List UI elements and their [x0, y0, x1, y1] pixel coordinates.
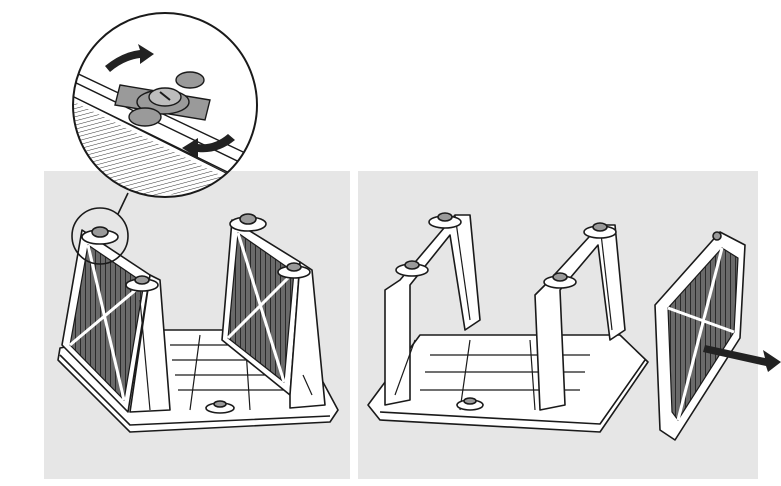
removal-arrow-icon [703, 345, 781, 372]
support-right [289, 261, 326, 409]
base-plate-right [367, 334, 649, 433]
callout-leader [117, 192, 129, 215]
clip-base-front [205, 400, 235, 414]
clip-right-bottom [277, 262, 311, 279]
magnifier-callout-icon [72, 12, 258, 198]
rotate-arrow-icon [105, 44, 154, 72]
right-assembly [367, 212, 746, 441]
callout-target-circle [71, 207, 129, 265]
left-assembly [57, 213, 339, 433]
clip-right-top [229, 213, 267, 232]
clip-r-5 [456, 397, 484, 411]
clip-r-3 [583, 222, 617, 239]
a-frame-right [534, 224, 626, 411]
clip-left-top [81, 226, 119, 245]
support-left [129, 274, 171, 413]
rotate-arrow-icon-lower [182, 134, 235, 158]
clip-r-4 [543, 272, 577, 289]
clip-r-2 [395, 260, 429, 277]
clip-r-1 [428, 212, 462, 229]
magnified-mesh [73, 100, 250, 197]
clip-left-bottom [125, 275, 159, 292]
